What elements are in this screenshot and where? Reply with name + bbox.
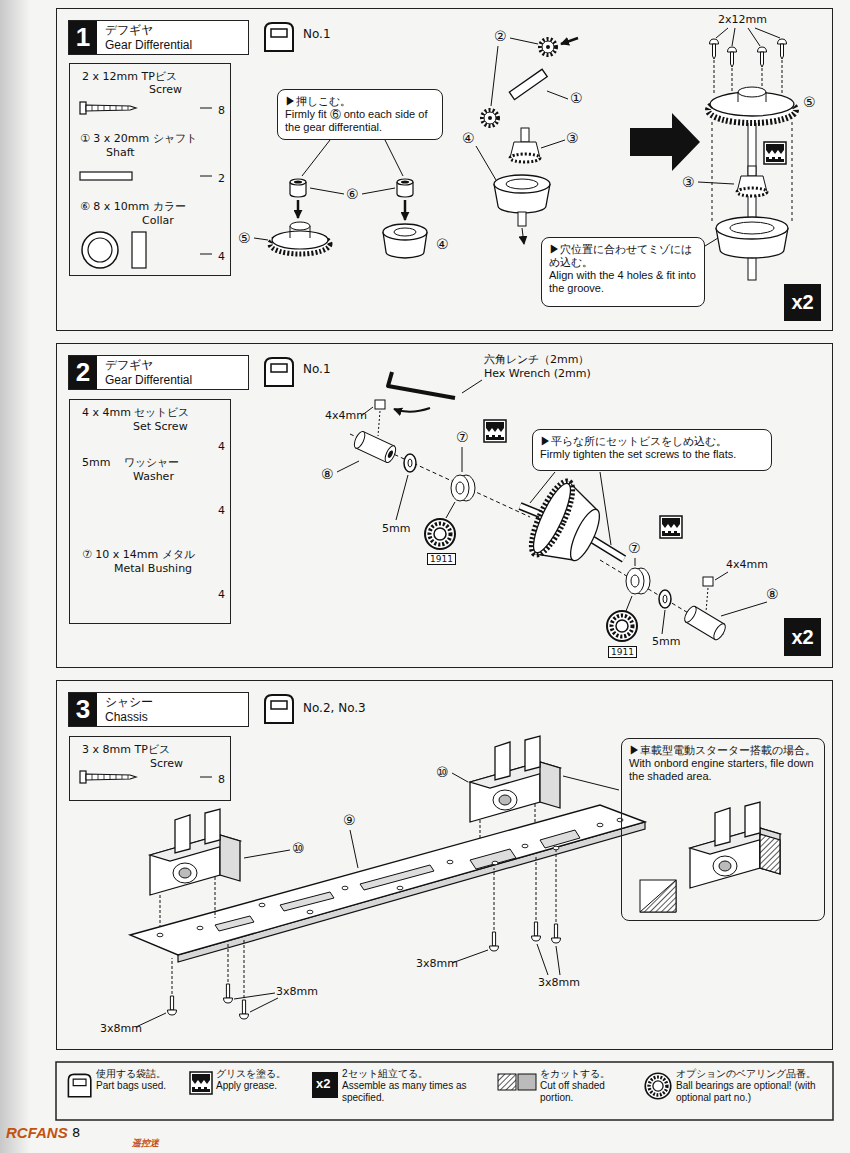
page-number: 8 <box>72 1126 80 1141</box>
step-number: 1 <box>69 21 97 54</box>
legend-text: をカットする。 Cut off shaded portion. <box>540 1068 624 1104</box>
repeat-badge: x2 <box>784 284 821 321</box>
step-title: シャシー <box>105 695 153 709</box>
dimension-label: 4x4mm <box>325 410 367 423</box>
callout-number: ⑩ <box>292 840 305 856</box>
part-count: 4 <box>218 440 225 453</box>
bag-number: No.1 <box>303 363 331 377</box>
dimension-label: 3x8mm <box>100 1023 142 1036</box>
step-title: デフギヤ <box>105 358 153 372</box>
dimension-label: 3x8mm <box>276 986 318 999</box>
note-text: Firmly fit ⑥ onto each side of the gear … <box>285 108 435 134</box>
badge-text: x2 <box>784 284 821 321</box>
part-count: 8 <box>218 104 225 117</box>
callout-number: ③ <box>566 130 579 146</box>
parts-list-box: 3 x 8mm TPビスScrew 8 <box>69 736 231 801</box>
part-name: 2 x 12mm TPビス <box>82 70 177 83</box>
part-count: 2 <box>218 172 225 185</box>
part-name: ⑥ 8 x 10mm カラー <box>80 200 186 213</box>
watermark: RCFANS <box>6 1124 68 1141</box>
step-panel: 1 デフギヤGear Differential 2 x 12mm TPビスScrew… <box>56 8 833 331</box>
part-name: ワッシャー <box>124 456 179 469</box>
note-text: ▶押しこむ。 <box>285 95 435 108</box>
dimension-label: 2x12mm <box>718 14 767 27</box>
part-count: 4 <box>218 588 225 601</box>
legend-text: 使用する袋詰。 Part bags used. <box>96 1068 176 1092</box>
callout-number: ② <box>494 28 507 44</box>
callout-number: ⑤ <box>803 94 816 110</box>
dimension-label: 5mm <box>652 636 680 649</box>
callout-number: ⑧ <box>321 466 334 482</box>
callout-number: ⑨ <box>343 812 356 828</box>
option-number: 1911 <box>427 553 456 565</box>
part-count: 4 <box>218 250 225 263</box>
dimension-label: 3x8mm <box>416 958 458 971</box>
part-count: 4 <box>218 504 225 517</box>
note-text: ▶平らな所にセットビスをしめ込む。 <box>540 435 764 448</box>
step-panel: 3 シャシーChassis 3 x 8mm TPビスScrew 8 ▶車載型電動スタータ… <box>56 680 833 1050</box>
callout-number: ⑧ <box>766 586 779 602</box>
note-text: ▶穴位置に合わせてミゾにはめ込む。 <box>549 243 697 269</box>
dimension-label: 4x4mm <box>726 559 768 572</box>
callout-number: ⑦ <box>456 429 469 445</box>
part-name: Screw <box>149 83 182 96</box>
callout-number: ⑩ <box>436 764 449 780</box>
step-number: 3 <box>69 693 97 726</box>
bag-number: No.1 <box>303 28 331 42</box>
legend-text: グリスを塗る。 Apply grease. <box>216 1068 298 1092</box>
part-name: Washer <box>133 470 174 483</box>
watermark: 遥控迷 <box>132 1138 159 1148</box>
note-callout: ▶押しこむ。Firmly fit ⑥ onto each side of the… <box>277 89 443 140</box>
part-name: 3 x 8mm TPビス <box>82 743 170 756</box>
part-name: Set Screw <box>133 420 188 433</box>
part-name: 4 x 4mm セットビス <box>82 406 189 419</box>
step-number: 2 <box>69 356 97 389</box>
callout-number: ⑤ <box>238 230 251 246</box>
dimension-label: 3x8mm <box>538 977 580 990</box>
note-callout: ▶車載型電動スターター搭載の場合。With onbord engine star… <box>621 738 825 921</box>
step-title: Gear Differential <box>105 38 192 52</box>
badge-text: x2 <box>784 618 821 656</box>
step-title: Gear Differential <box>105 373 192 387</box>
callout-number: ④ <box>462 130 475 146</box>
legend-text: 2セット組立てる。 Assemble as many times as spec… <box>342 1068 474 1104</box>
callout-number: ③ <box>682 174 695 190</box>
callout-number: ⑦ <box>628 540 641 556</box>
step-title: Chassis <box>105 710 148 724</box>
part-name: Collar <box>142 214 174 227</box>
part-name: ① 3 x 20mm シャフト <box>80 132 197 145</box>
note-callout: ▶穴位置に合わせてミゾにはめ込む。Align with the 4 holes … <box>541 237 705 307</box>
step-header: 3 シャシーChassis <box>68 692 249 727</box>
part-count: 8 <box>218 773 225 786</box>
callout-number: ⑥ <box>346 186 359 202</box>
tool-name: Hex Wrench (2mm) <box>484 368 591 381</box>
part-name: ⑦ 10 x 14mm メタル <box>82 548 195 561</box>
step-panel: 2 デフギヤGear Differential 4 x 4mm セットビスSet S… <box>56 343 833 668</box>
badge-text: x2 <box>316 1077 330 1092</box>
bag-number: No.2, No.3 <box>303 702 366 716</box>
part-name: 5mm <box>82 456 110 469</box>
step-header: 2 デフギヤGear Differential <box>68 355 249 390</box>
part-name: Metal Bushing <box>114 562 192 575</box>
note-text: Align with the 4 holes & fit into the gr… <box>549 269 697 295</box>
part-name: Shaft <box>106 146 135 159</box>
step-header: 1 デフギヤGear Differential <box>68 20 249 55</box>
note-text: ▶車載型電動スターター搭載の場合。 <box>629 744 817 757</box>
note-text: Firmly tighten the set screws to the fla… <box>540 448 764 461</box>
note-text: With onbord engine starters, file down t… <box>629 757 817 783</box>
parts-list-box: 4 x 4mm セットビスSet Screw 4 5mm ワッシャーWasher 4 ⑦ … <box>69 399 231 624</box>
callout-number: ① <box>570 90 583 106</box>
part-name: Screw <box>150 757 183 770</box>
repeat-badge: x2 <box>784 618 821 656</box>
parts-list-box: 2 x 12mm TPビスScrew 8 ① 3 x 20mm シャフトShaft 2… <box>69 63 231 276</box>
dimension-label: 5mm <box>382 523 410 536</box>
note-callout: ▶平らな所にセットビスをしめ込む。Firmly tighten the set … <box>532 429 772 471</box>
step-title: デフギヤ <box>105 23 153 37</box>
option-number: 1911 <box>608 646 637 658</box>
legend-text: オプションのベアリング品番。 Ball bearings are optiona… <box>676 1068 828 1104</box>
callout-number: ④ <box>436 236 449 252</box>
tool-name: 六角レンチ（2mm） <box>484 354 589 367</box>
